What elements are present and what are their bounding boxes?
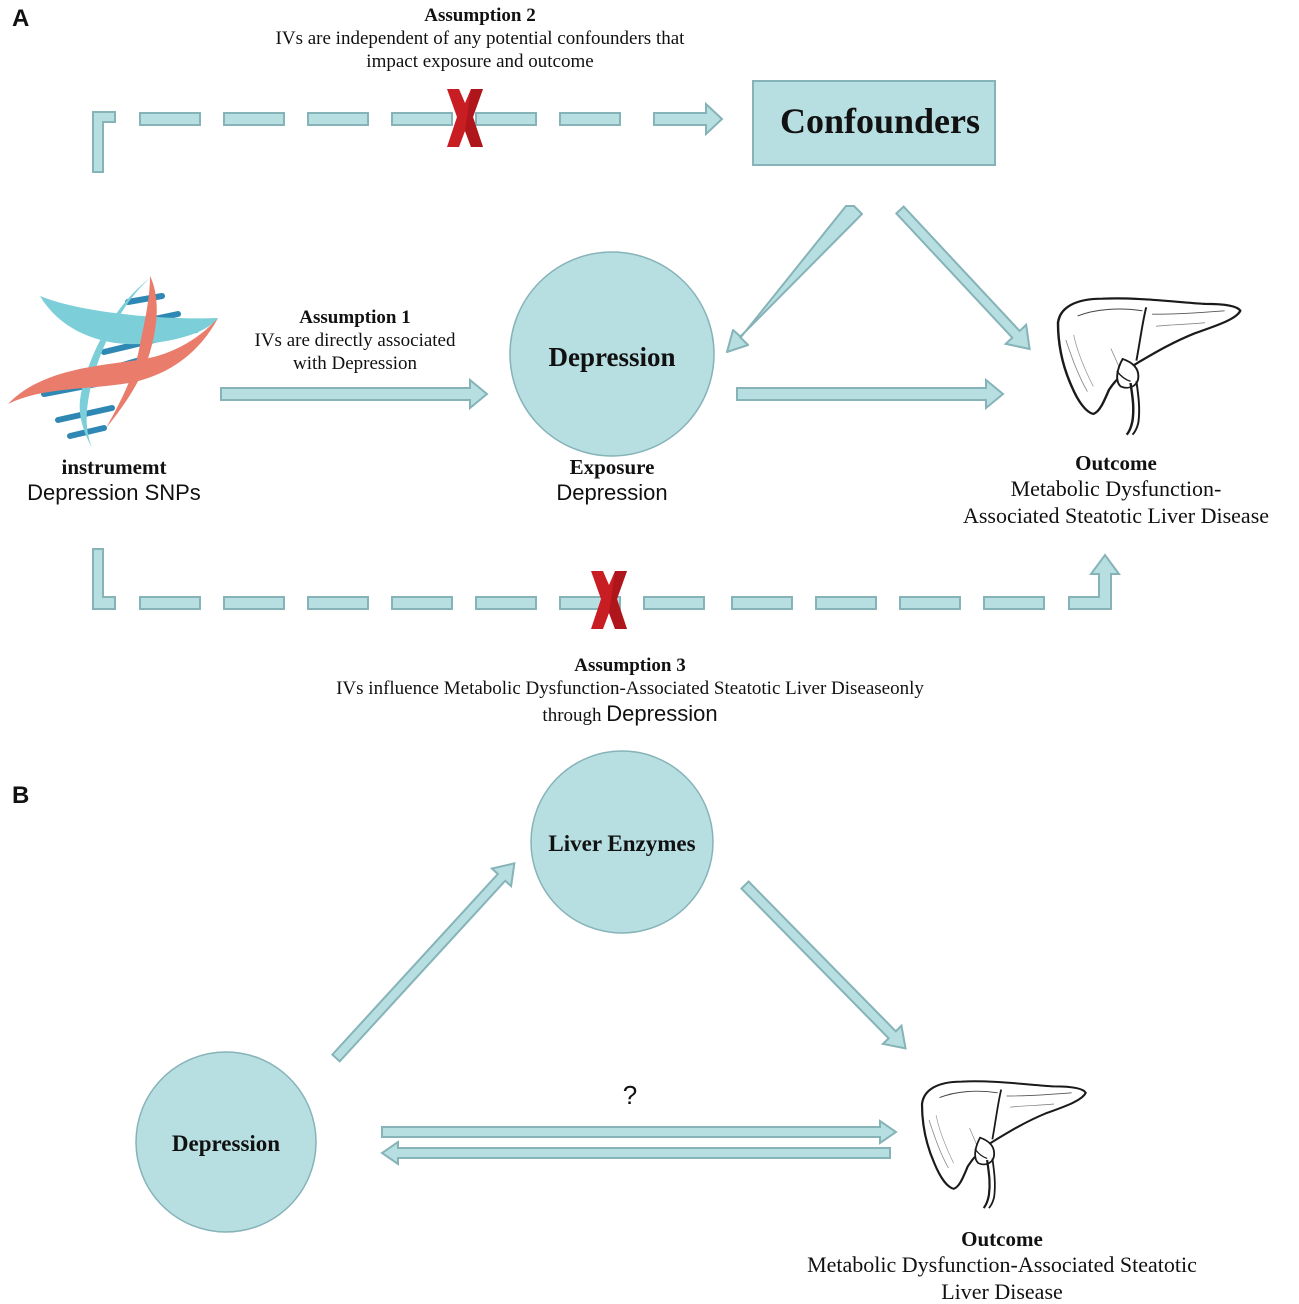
arrow-confounders-to-outcome: [894, 205, 1031, 351]
confounders-label: Confounders: [779, 101, 981, 141]
outcome-title-a: Outcome: [1075, 451, 1157, 475]
outcome-title-b: Outcome: [961, 1227, 1043, 1251]
liver-icon: [1056, 297, 1242, 436]
outcome-line2-b: Liver Disease: [941, 1278, 1063, 1304]
assumption2-line1: IVs are independent of any potential con…: [275, 27, 685, 49]
outcome-line2-a: Associated Steatotic Liver Disease: [962, 502, 1270, 528]
arrow-exposure-to-outcome: [736, 377, 1005, 411]
assumption3-line1: IVs influence Metabolic Dysfunction-Asso…: [336, 677, 924, 699]
mediator-label: Liver Enzymes: [548, 831, 696, 856]
instrument-label: instrumemt Depression SNPs: [0, 455, 228, 507]
assumption1-line1: IVs are directly associated: [254, 329, 456, 351]
assumption3-label: Assumption 3 IVs influence Metabolic Dys…: [280, 655, 980, 727]
dna-icon: [8, 276, 218, 448]
assumption2-title: Assumption 2: [424, 5, 536, 26]
instrument-title: instrumemt: [61, 455, 167, 479]
exposure-node-label: Depression: [548, 342, 676, 372]
exposure-circle: [509, 251, 715, 457]
exposure-label: Exposure Depression: [512, 455, 712, 507]
depression-label-b: Depression: [171, 1131, 281, 1156]
instrument-body: Depression SNPs: [27, 480, 201, 506]
assumption2-dashed-path: [92, 101, 724, 173]
assumption1-label: Assumption 1 IVs are directly associated…: [225, 307, 485, 375]
arrow-mediator-to-outcome: [740, 880, 907, 1050]
confounders-box: [752, 80, 996, 166]
arrow-confounders-to-exposure: [726, 205, 863, 353]
assumption1-line2: with Depression: [292, 352, 417, 374]
depression-circle-b: [135, 1051, 317, 1233]
exposure-body: Depression: [556, 480, 668, 506]
outcome-line1-b: Metabolic Dysfunction-Associated Steatot…: [807, 1252, 1197, 1278]
assumption3-line2: through Depression: [280, 701, 980, 728]
panel-b-letter: B: [12, 782, 30, 809]
assumption3-line2-prefix: through: [542, 704, 607, 726]
assumption2-line2: impact exposure and outcome: [366, 50, 594, 72]
liver-icon: [920, 1080, 1087, 1210]
arrow-instrument-to-exposure: [220, 377, 489, 411]
outcome-label-b: Outcome Metabolic Dysfunction-Associated…: [790, 1227, 1214, 1304]
mediator-circle: [530, 750, 714, 934]
exposure-title: Exposure: [569, 455, 655, 479]
assumption1-title: Assumption 1: [299, 307, 411, 328]
arrow-depression-to-outcome: [381, 1119, 898, 1145]
arrow-outcome-to-depression: [380, 1140, 891, 1166]
assumption3-title: Assumption 3: [574, 655, 686, 676]
outcome-label-a: Outcome Metabolic Dysfunction- Associate…: [935, 451, 1297, 529]
assumption2-label: Assumption 2 IVs are independent of any …: [230, 5, 730, 73]
assumption3-dashed-path: [92, 548, 1121, 610]
panel-a-letter: A: [12, 5, 30, 32]
arrow-depression-to-mediator: [330, 862, 516, 1063]
assumption3-line2-suffix: Depression: [606, 700, 718, 726]
outcome-line1-a: Metabolic Dysfunction-: [1010, 476, 1222, 502]
question-mark-label: ?: [622, 1080, 638, 1110]
